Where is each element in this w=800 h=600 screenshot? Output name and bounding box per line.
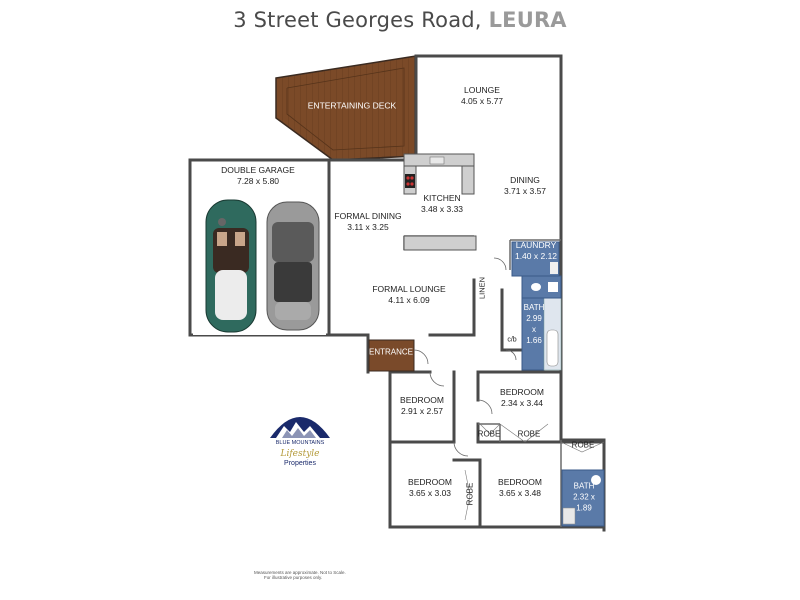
room-dims-x: x	[532, 325, 536, 334]
room-dims: 3.11 x 3.25	[347, 222, 389, 232]
room-label-robe-3: ROBE	[572, 440, 595, 451]
room-name: ROBE	[571, 440, 595, 450]
room-label-robe-1: ROBE	[478, 429, 501, 440]
disclaimer-line-2: For illustrative purposes only.	[264, 575, 323, 580]
room-label-bedroom-4: BEDROOM 3.65 x 3.48	[498, 477, 542, 499]
room-label-formal-dining: FORMAL DINING 3.11 x 3.25	[334, 211, 401, 233]
page-title: 3 Street Georges Road, LEURA	[0, 8, 800, 32]
room-name: DOUBLE GARAGE	[221, 165, 295, 175]
address-text: 3 Street Georges Road,	[233, 8, 489, 32]
room-dims: 3.65 x 3.03	[408, 488, 452, 498]
room-label-laundry: LAUNDRY 1.40 x 2.12	[515, 240, 557, 262]
garage-door	[193, 332, 326, 335]
room-label-kitchen: KITCHEN 3.48 x 3.33	[421, 193, 463, 215]
blue-mountains-logo-icon	[262, 402, 338, 474]
room-dims: 4.11 x 6.09	[388, 295, 430, 305]
room-dims-2: 1.66	[526, 336, 542, 345]
room-name: LOUNGE	[464, 85, 500, 95]
room-name: ENTRANCE	[368, 347, 414, 357]
room-name: BEDROOM	[500, 387, 544, 397]
logo-text-lifestyle: Lifestyle	[280, 449, 320, 459]
room-name: LINEN	[477, 276, 487, 300]
room-name: ROBE	[465, 482, 475, 506]
room-dims: 3.71 x 3.57	[503, 186, 547, 196]
room-name: c/b	[507, 336, 517, 344]
room-dims-1: 2.99	[526, 314, 542, 323]
room-name: FORMAL DINING	[334, 211, 402, 221]
room-label-formal-lounge: FORMAL LOUNGE 4.11 x 6.09	[372, 284, 445, 306]
room-label-lounge: LOUNGE 4.05 x 5.77	[461, 85, 503, 107]
room-name: ROBE	[517, 429, 541, 439]
entrance-area	[368, 339, 415, 372]
room-name: LAUNDRY	[515, 240, 557, 250]
room-name: DINING	[510, 175, 540, 185]
room-label-bath-ensuite: BATH 2.32 x 1.89	[573, 481, 595, 514]
room-dims: 1.40 x 2.12	[514, 251, 558, 261]
room-dims: 7.28 x 5.80	[236, 176, 280, 186]
room-dims-a: 2.32 x	[573, 492, 595, 502]
room-name: ROBE	[477, 429, 501, 439]
suburb-text: LEURA	[488, 8, 567, 32]
disclaimer: Measurements are approximate. Not to Sca…	[254, 570, 346, 580]
room-label-bedroom-1: BEDROOM 2.91 x 2.57	[400, 395, 444, 417]
laundry-area	[511, 241, 560, 277]
room-label-bedroom-3: BEDROOM 3.65 x 3.03	[408, 477, 452, 499]
room-label-double-garage: DOUBLE GARAGE 7.28 x 5.80	[221, 165, 295, 187]
room-label-robe-2: ROBE	[518, 429, 541, 440]
room-dims: 2.91 x 2.57	[400, 406, 444, 416]
room-name: KITCHEN	[423, 193, 461, 203]
room-label-entrance: ENTRANCE	[369, 347, 413, 358]
room-dims: 3.65 x 3.48	[498, 488, 542, 498]
room-name: BATH	[573, 481, 595, 491]
room-label-dining: DINING 3.71 x 3.57	[504, 175, 546, 197]
room-name: ENTERTAINING DECK	[307, 100, 397, 111]
room-label-robe-4: ROBE	[466, 483, 475, 506]
car-silver	[266, 201, 320, 331]
room-label-cb: c/b	[507, 335, 516, 346]
room-name: BATH	[523, 303, 545, 312]
room-dims: 3.48 x 3.33	[420, 204, 464, 214]
room-name: BEDROOM	[408, 477, 452, 487]
room-name: FORMAL LOUNGE	[372, 284, 446, 294]
disclaimer-line-1: Measurements are approximate. Not to Sca…	[254, 570, 346, 575]
logo-text-properties: Properties	[284, 460, 316, 467]
room-name: BEDROOM	[400, 395, 444, 405]
car-green	[205, 199, 257, 333]
room-dims-b: 1.89	[576, 503, 592, 513]
room-dims: 2.34 x 3.44	[500, 398, 544, 408]
room-label-entertaining-deck: ENTERTAINING DECK	[308, 101, 396, 112]
room-label-linen: LINEN	[478, 277, 487, 299]
logo-text-brand: BLUE MOUNTAINS	[275, 440, 325, 446]
entertaining-deck-area	[275, 55, 417, 161]
room-name: BEDROOM	[498, 477, 542, 487]
room-dims: 4.05 x 5.77	[460, 96, 504, 106]
room-label-bath-main: BATH 2.99 x 1.66	[524, 302, 545, 346]
room-label-bedroom-2: BEDROOM 2.34 x 3.44	[500, 387, 544, 409]
